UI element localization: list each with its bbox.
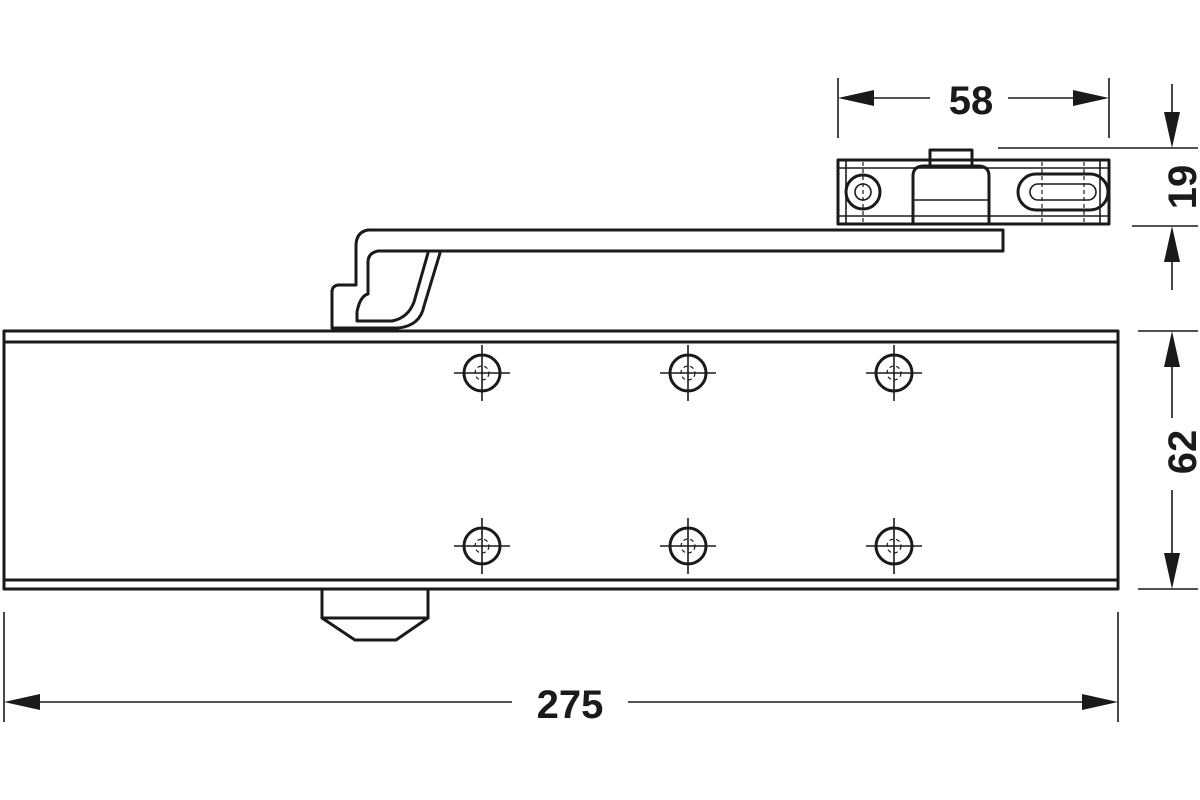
bracket-round-hole [844,173,882,211]
spindle-housing [320,588,430,620]
mounting-hole [660,518,716,574]
mounting-hole [866,345,922,401]
dimension-bracket-width: 58 [837,78,1110,138]
arrow-down-icon [1164,553,1180,589]
arrow-right-icon [1082,694,1118,710]
closer-arm [330,228,1005,330]
hole-inner-circle [680,365,696,381]
mounting-hole [454,518,510,574]
spindle-cap [320,616,430,642]
mounting-hole [454,345,510,401]
hole-inner-circle [886,538,902,554]
dimension-label-275: 275 [537,683,604,727]
arm-elbow-inner [355,249,430,323]
arm-elbow [330,228,442,330]
arrow-up-icon [1164,226,1180,262]
dimension-label-19: 19 [1161,165,1200,210]
mounting-holes [454,345,922,574]
shoe-pivot-top [928,148,974,168]
arrow-left-icon [838,90,874,106]
arrow-right-icon [1073,90,1109,106]
dimension-label-62: 62 [1161,430,1200,475]
dimension-label-58: 58 [949,79,994,123]
closer-body [2,329,1120,591]
dimension-bracket-height: 19 [998,84,1200,290]
bracket-slot [1016,172,1110,212]
arm-shoe-bracket [836,148,1111,226]
arm-bar [366,228,1005,253]
mounting-hole [660,345,716,401]
arrow-left-icon [4,694,40,710]
hole-inner-circle [474,365,490,381]
hole-inner-circle [680,538,696,554]
valve-spindle [320,588,430,642]
body-outline [2,329,1120,591]
hole-inner-circle [886,365,902,381]
mounting-hole [866,518,922,574]
dimension-total-length: 275 [3,612,1119,727]
arrow-down-icon [1164,112,1180,148]
bracket-slot-inner [1029,183,1097,201]
arrow-up-icon [1164,331,1180,367]
hole-inner-circle [474,538,490,554]
dimension-body-height: 62 [1138,330,1200,590]
